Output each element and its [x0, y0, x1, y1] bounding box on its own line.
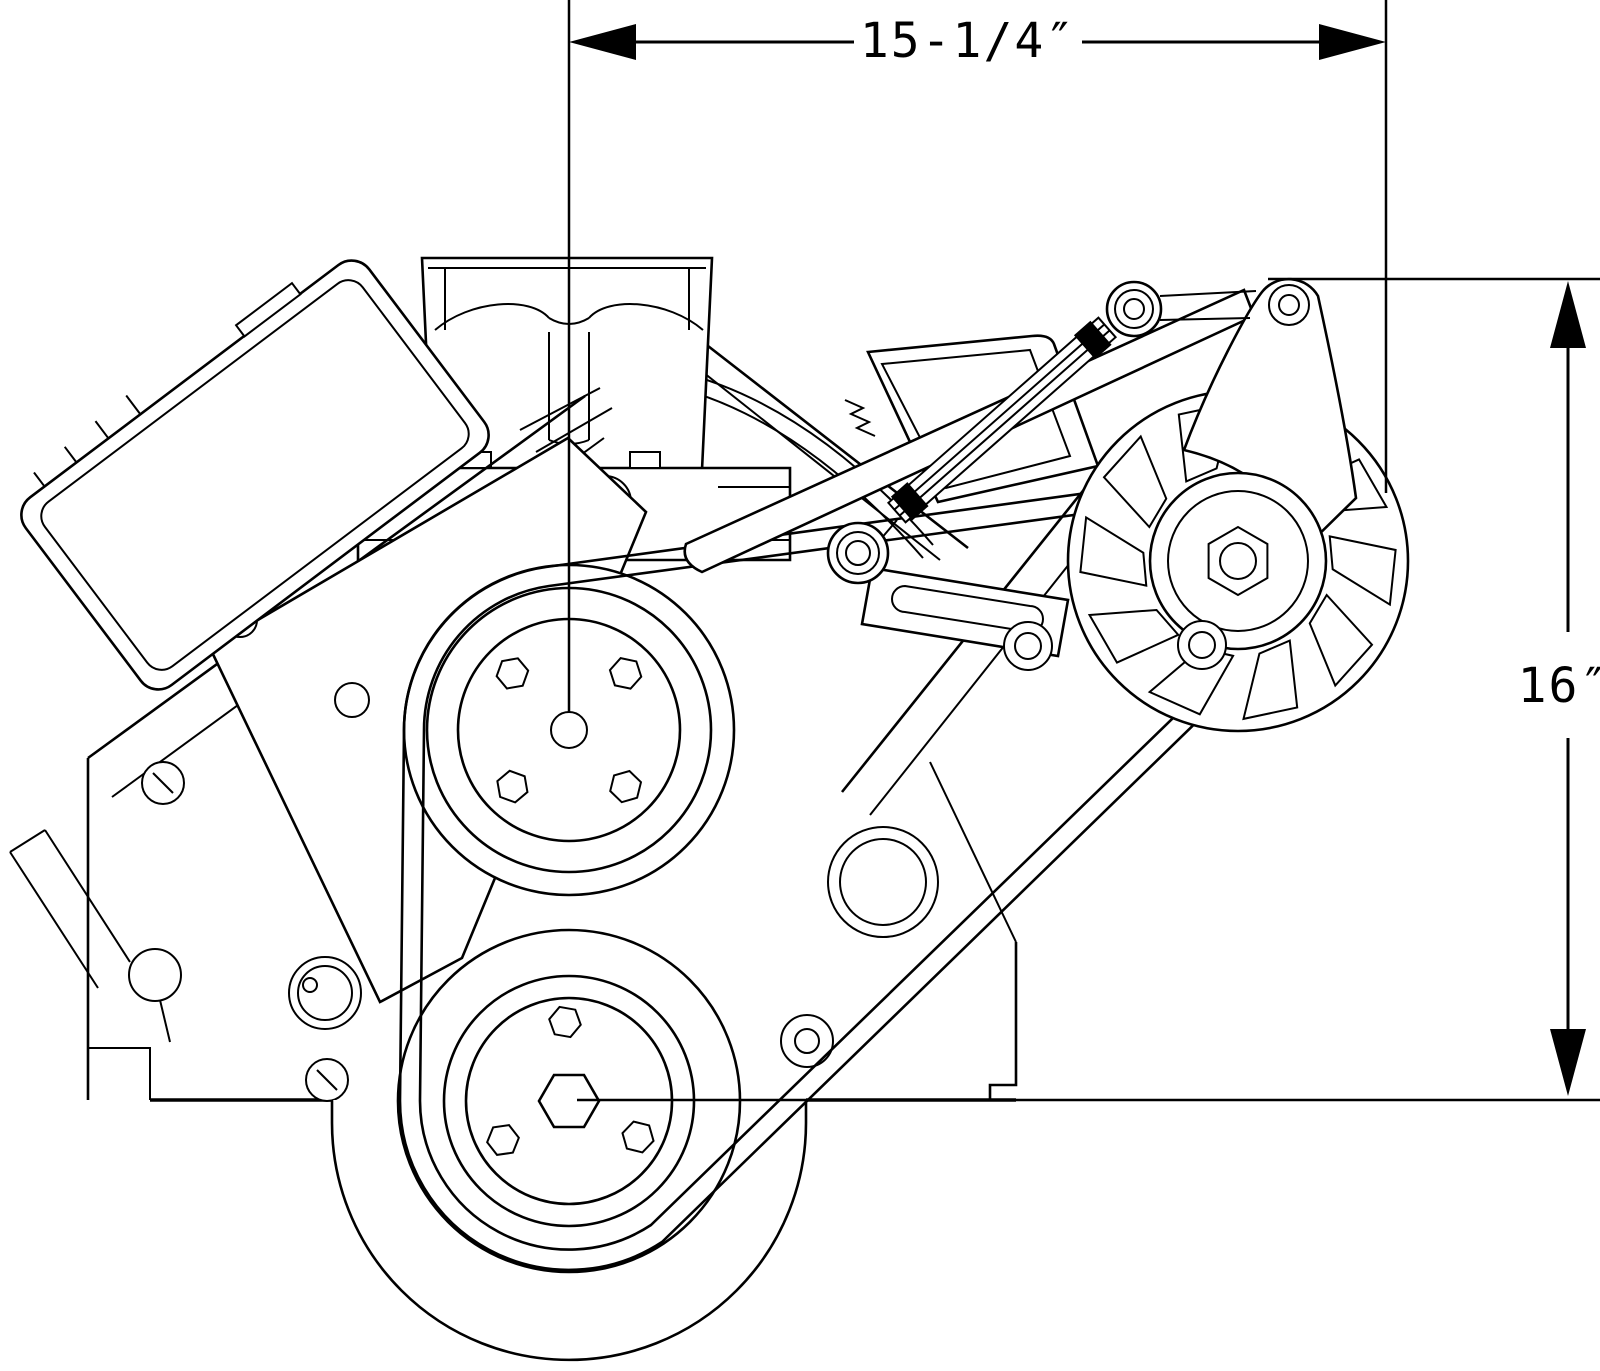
pulley-hub [550, 711, 588, 749]
arrowhead-up [1550, 281, 1586, 348]
arrowhead-right [1319, 24, 1386, 60]
bracket-bolt-hole [1268, 284, 1310, 326]
rod-end-upper [1105, 280, 1163, 338]
adjuster-nut [890, 482, 929, 521]
arrowhead-down [1550, 1029, 1586, 1096]
fuel-pump-boss [288, 956, 362, 1030]
mount-strut [9, 829, 131, 989]
slotted-screw [141, 761, 185, 805]
left-valve-cover [20, 259, 490, 691]
alternator-lower-bracket [860, 566, 1227, 671]
width-dimension-label: 15-1/4″ [860, 13, 1076, 69]
manifold-logo-engraving [844, 399, 876, 437]
width-dimension: 15-1/4″ [569, 13, 1386, 69]
bracket-bolt [1003, 621, 1053, 671]
water-pump-pulley [402, 563, 736, 897]
rod-end-lower [826, 519, 898, 585]
alternator [683, 277, 1410, 733]
engine-drawing [9, 256, 1410, 1362]
crank-pulley [396, 928, 742, 1274]
alternator-pulley [1148, 471, 1328, 651]
block-bolt [780, 1014, 834, 1068]
adjuster-nut [1073, 320, 1112, 360]
adjuster-rod [826, 280, 1257, 585]
dimension-annotations: 15-1/4″ 16″ [567, 0, 1600, 1102]
arrowhead-left [569, 24, 636, 60]
valve-cover-fins [33, 394, 141, 487]
height-dimension: 16″ [1518, 281, 1600, 1096]
timing-cover-boss [827, 826, 939, 938]
dipstick-ball [128, 948, 182, 1043]
engine-block-right [780, 471, 1121, 1102]
alternator-mount-bolt [1177, 620, 1227, 670]
height-dimension-label: 16″ [1518, 658, 1600, 714]
slotted-screw [305, 1058, 349, 1102]
